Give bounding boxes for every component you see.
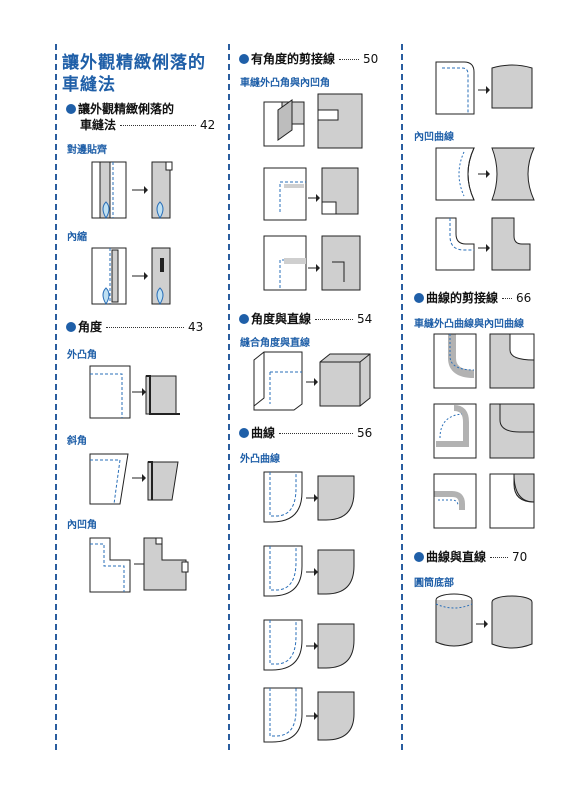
page-number: 42 [200,118,216,132]
bullet-icon [239,314,249,324]
page-number: 70 [512,550,528,564]
column-divider-left [228,44,230,750]
illustration-concave-curve-1 [430,144,540,204]
subheading: 車縫外凸曲線與內凹曲線 [414,319,524,330]
illustration-concave-curve-2 [430,214,540,274]
page-number: 43 [188,320,204,334]
left-margin-rule [55,44,57,750]
page-number: 66 [516,291,532,305]
illustration-cylinder-base [432,590,538,654]
illustration-convex-curve-4 [258,684,358,746]
subheading: 對邊貼齊 [67,145,107,156]
bullet-icon [414,552,424,562]
column-divider-right [401,44,403,750]
illustration-angle-straight [250,350,374,412]
page-number: 54 [357,312,373,326]
illustration-curve-top [430,58,540,118]
subheading: 內凹角 [67,520,97,531]
subheading: 圓筒底部 [414,578,454,589]
page-title: 讓外觀精緻俐落的車縫法 [62,53,206,95]
illustration-corner-sew-1 [258,90,368,152]
page-number: 50 [363,52,379,66]
subheading: 縫合角度與直線 [240,338,310,349]
illustration-inset [86,244,186,308]
illustration-inner-corner [86,532,196,596]
illustration-convex-curve-3 [258,614,358,676]
bullet-icon [66,322,76,332]
illustration-corner-sew-2 [258,162,368,224]
illustration-bevel-corner [86,448,186,508]
bullet-icon [414,293,424,303]
subheading: 車縫外凸角與內凹角 [240,78,330,89]
illustration-convex-curve-1 [258,466,358,528]
illustration-edge-align [86,158,186,222]
bullet-icon [239,54,249,64]
subheading: 斜角 [67,436,87,447]
subheading: 內縮 [67,232,87,243]
illustration-outer-corner [86,362,186,422]
section-heading: 讓外觀精緻俐落的 [66,102,174,117]
subheading: 外凸曲線 [240,454,280,465]
illustration-convex-concave-3 [430,470,540,532]
illustration-convex-curve-2 [258,540,358,602]
illustration-corner-sew-3 [258,232,368,294]
bullet-icon [239,428,249,438]
illustration-convex-concave-1 [430,330,540,392]
subheading: 內凹曲線 [414,132,454,143]
bullet-icon [66,104,76,114]
illustration-convex-concave-2 [430,400,540,462]
page-number: 56 [357,426,373,440]
subheading: 外凸角 [67,350,97,361]
